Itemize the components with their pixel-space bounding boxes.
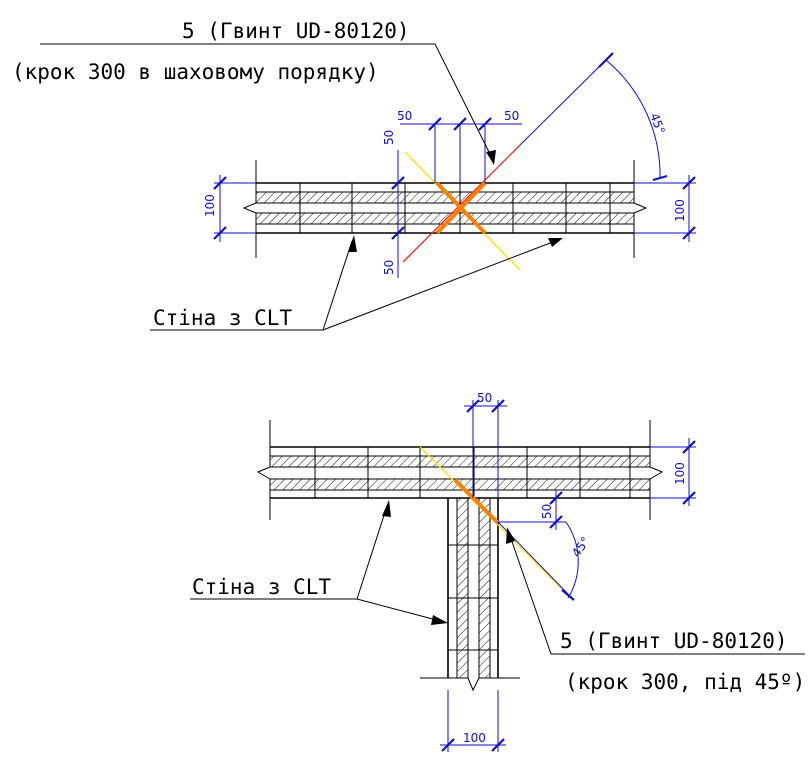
top-wall-callout: Стіна з CLT	[150, 235, 563, 331]
top-vertical-dims: 50 50	[382, 130, 405, 278]
top-thickness-dims: 100 100	[203, 175, 696, 242]
bottom-side-dims: 50 45°	[497, 490, 593, 601]
bottom-angle-text: 45°	[569, 534, 593, 559]
top-angle-text: 45°	[647, 111, 667, 136]
top-dim-100-left: 100	[203, 194, 217, 217]
top-pitch-label: (крок 300 в шаховому порядку)	[12, 60, 379, 84]
top-dim-100-right: 100	[673, 199, 687, 222]
top-dim-50-right: 50	[504, 109, 519, 123]
bottom-top-dims: 50	[464, 391, 507, 498]
top-dim-50-vert-bottom: 50	[382, 260, 396, 275]
top-screw-axes	[402, 144, 521, 271]
bottom-right-thickness-dim: 100	[650, 438, 696, 506]
bottom-wall-callout: Стіна з CLT	[190, 500, 448, 625]
top-horizontal-dims: 50 50	[397, 109, 522, 183]
bottom-screw-axis	[419, 446, 564, 591]
bottom-vertical-panel	[420, 497, 520, 692]
top-angle-dimension: 45°	[519, 52, 668, 182]
top-dim-50-vert-top: 50	[382, 130, 396, 145]
bottom-pitch-label: (крок 300, під 45º)	[565, 670, 805, 694]
top-screw-label: 5 (Гвинт UD-80120)	[182, 19, 410, 43]
bottom-dim-100-right: 100	[673, 462, 687, 485]
bottom-screw-label: 5 (Гвинт UD-80120)	[560, 629, 788, 653]
bottom-dim-50-side: 50	[540, 504, 554, 519]
bottom-dim-50-top: 50	[477, 391, 492, 405]
bottom-dim-100-bottom: 100	[463, 731, 486, 745]
top-detail: 45° 50 50 50 50 1	[12, 19, 696, 331]
bottom-screw-callout: 5 (Гвинт UD-80120) (крок 300, під 45º)	[506, 527, 805, 694]
top-screw-callout: 5 (Гвинт UD-80120) (крок 300 в шаховому …	[12, 19, 496, 165]
top-wall-label: Стіна з CLT	[153, 306, 292, 330]
bottom-bottom-thickness-dim: 100	[440, 690, 506, 752]
top-dim-50-left: 50	[397, 109, 412, 123]
bottom-wall-label: Стіна з CLT	[192, 575, 331, 599]
bottom-detail: 50 50 45° 100	[190, 391, 805, 752]
top-clt-panels	[242, 160, 648, 258]
